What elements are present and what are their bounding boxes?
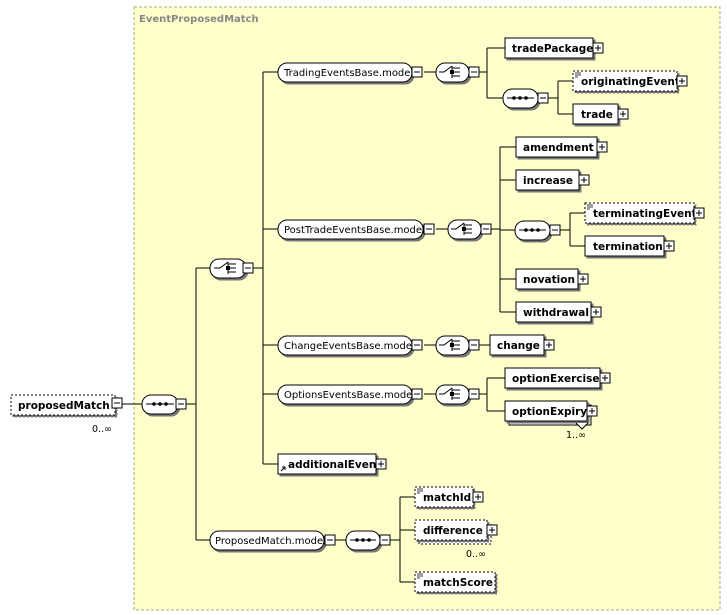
expand-icon[interactable] <box>663 240 675 252</box>
model-options-events[interactable]: OptionsEventsBase.model <box>277 384 423 405</box>
element-label: termination <box>593 241 663 253</box>
element-label: amendment <box>523 142 594 154</box>
group-frame <box>133 6 721 611</box>
expand-icon[interactable] <box>586 405 598 417</box>
root-element[interactable]: proposedMatch 0..∞ <box>10 394 123 435</box>
element-label: matchId <box>423 492 471 504</box>
collapse-icon[interactable] <box>324 534 336 546</box>
element-label: withdrawal <box>523 307 589 319</box>
collapse-icon[interactable] <box>468 388 480 400</box>
expand-icon[interactable] <box>375 458 387 470</box>
element-trade[interactable]: trade <box>572 103 629 125</box>
element-label: increase <box>523 175 573 187</box>
expand-icon[interactable] <box>486 524 498 536</box>
collapse-icon[interactable] <box>480 223 492 235</box>
element-option-expiry[interactable]: optionExpiry 1..∞ <box>504 400 598 441</box>
element-novation[interactable]: novation <box>515 268 589 290</box>
element-change[interactable]: change <box>489 334 555 356</box>
expand-icon[interactable] <box>577 273 589 285</box>
element-additional-event[interactable]: additionalEvent <box>277 453 387 475</box>
element-label: novation <box>523 274 575 286</box>
element-originating-event[interactable]: originatingEvent <box>572 70 688 92</box>
expand-icon[interactable] <box>617 108 629 120</box>
expand-icon[interactable] <box>599 372 611 384</box>
expand-icon[interactable] <box>693 207 705 219</box>
collapse-icon[interactable] <box>537 92 549 104</box>
collapse-icon[interactable] <box>468 339 480 351</box>
element-match-score[interactable]: matchScore <box>414 571 496 593</box>
collapse-icon[interactable] <box>549 224 561 236</box>
expand-icon[interactable] <box>578 174 590 186</box>
model-change-events[interactable]: ChangeEventsBase.model <box>277 335 423 356</box>
expand-icon[interactable] <box>543 339 555 351</box>
element-cardinality: 1..∞ <box>566 430 586 441</box>
element-option-exercise[interactable]: optionExercise <box>504 367 611 389</box>
element-label: trade <box>581 109 613 121</box>
expand-icon[interactable] <box>596 141 608 153</box>
element-match-id[interactable]: matchId <box>414 486 484 508</box>
expand-icon[interactable] <box>592 42 604 54</box>
element-label: optionExercise <box>512 373 599 385</box>
element-label: additionalEvent <box>288 459 381 471</box>
element-difference[interactable]: difference 0..∞ <box>414 519 498 560</box>
model-post-trade-events[interactable]: PostTradeEventsBase.model <box>277 219 435 240</box>
model-label: TradingEventsBase.model <box>283 68 413 79</box>
collapse-icon[interactable] <box>111 397 123 409</box>
choice-compositor-post-trade[interactable] <box>447 219 492 240</box>
collapse-icon[interactable] <box>411 388 423 400</box>
connector-lines <box>122 47 585 583</box>
element-label: optionExpiry <box>512 406 587 418</box>
root-label: proposedMatch <box>18 400 110 412</box>
element-label: matchScore <box>423 577 493 589</box>
element-label: tradePackage <box>512 43 593 55</box>
element-amendment[interactable]: amendment <box>515 136 608 158</box>
expand-icon[interactable] <box>676 75 688 87</box>
repeat-marker <box>575 422 589 430</box>
element-withdrawal[interactable]: withdrawal <box>515 301 602 323</box>
element-terminating-event[interactable]: terminatingEvent <box>584 202 705 224</box>
choice-compositor-change[interactable] <box>435 335 480 356</box>
expand-icon[interactable] <box>590 306 602 318</box>
sequence-compositor-proposed[interactable] <box>345 530 391 551</box>
collapse-icon[interactable] <box>411 339 423 351</box>
reference-arrow-icon <box>280 466 286 472</box>
collapse-icon[interactable] <box>411 66 423 78</box>
root-cardinality: 0..∞ <box>92 424 112 435</box>
choice-compositor-main[interactable] <box>209 258 254 279</box>
model-label: OptionsEventsBase.model <box>284 390 415 401</box>
model-label: PostTradeEventsBase.model <box>284 225 425 236</box>
collapse-icon[interactable] <box>242 262 254 274</box>
element-cardinality: 0..∞ <box>466 549 486 560</box>
collapse-icon[interactable] <box>423 223 435 235</box>
model-label: ChangeEventsBase.model <box>284 341 415 352</box>
choice-compositor-options[interactable] <box>435 384 480 405</box>
element-trade-package[interactable]: tradePackage <box>504 37 604 59</box>
collapse-icon[interactable] <box>468 66 480 78</box>
expand-icon[interactable] <box>472 491 484 503</box>
sequence-compositor-post-trade[interactable] <box>514 220 561 241</box>
element-label: originatingEvent <box>581 76 680 88</box>
element-label: terminatingEvent <box>593 208 697 220</box>
element-increase[interactable]: increase <box>515 169 590 191</box>
sequence-compositor-trading[interactable] <box>502 88 549 109</box>
model-trading-events[interactable]: TradingEventsBase.model <box>277 62 423 83</box>
sequence-compositor-main[interactable] <box>141 394 187 415</box>
element-label: change <box>497 340 540 352</box>
element-label: difference <box>423 525 483 537</box>
model-proposed-match[interactable]: ProposedMatch.model <box>209 530 336 551</box>
element-termination[interactable]: termination <box>584 235 675 257</box>
group-title: EventProposedMatch <box>139 14 259 25</box>
collapse-icon[interactable] <box>175 398 187 410</box>
choice-compositor-trading[interactable] <box>435 62 480 83</box>
collapse-icon[interactable] <box>379 534 391 546</box>
model-label: ProposedMatch.model <box>215 536 326 547</box>
